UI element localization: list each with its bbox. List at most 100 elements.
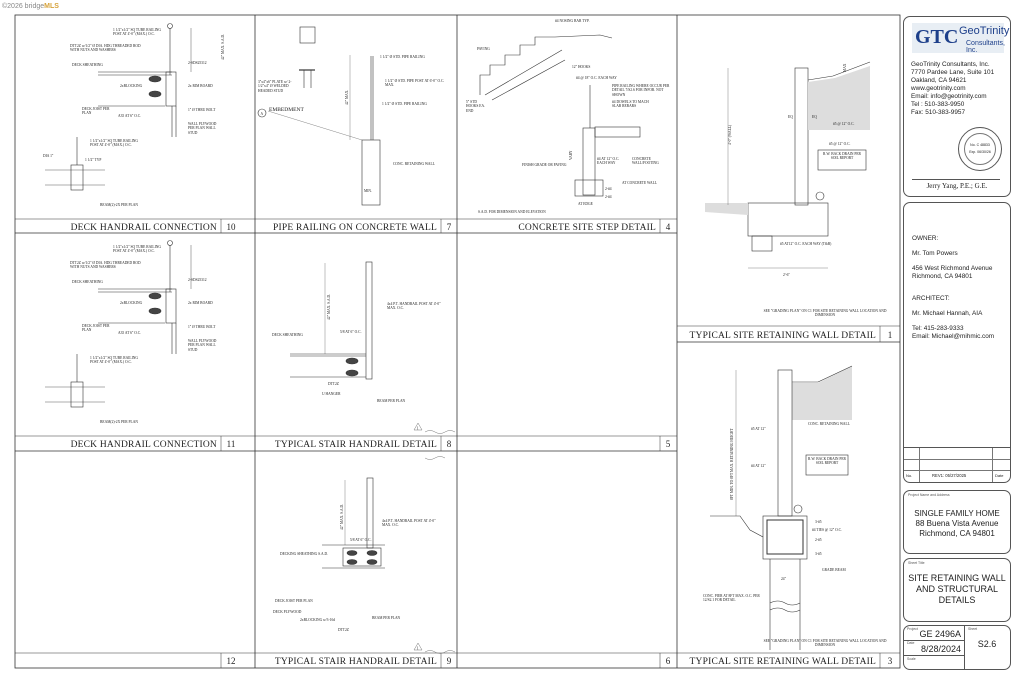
label: DTT2Z — [338, 628, 349, 632]
sheet-title-block: Sheet Title SITE RETAINING WALL AND STRU… — [903, 558, 1011, 622]
label: GRADE BEAM — [822, 568, 846, 572]
project-address: 88 Buena Vista Avenue — [915, 519, 999, 528]
architect-heading: ARCHITECT: — [912, 295, 950, 302]
label: 42" MAX. S.A.D. — [340, 504, 344, 530]
detail-9-labels: DECKING SHEATHING S.A.D. 5/8 AT 6" O.C. … — [273, 504, 401, 632]
project-no-label: Project — [907, 627, 918, 631]
label: 1 1/2" Ø STD. PIPE RAILING — [382, 102, 427, 106]
label: #5 @ 12" O.C. — [833, 122, 855, 126]
label: 42" MAX. S.A.D. — [221, 34, 225, 60]
label: A35 AT 6" O.C. — [118, 331, 141, 335]
watermark: ©2026 bridgeMLS — [2, 3, 59, 10]
label: 24" — [781, 577, 787, 581]
sheet-border — [14, 14, 901, 669]
label: EQ — [788, 115, 793, 119]
label: WALL PLYWOOD PER PLAN WALL STUD — [188, 122, 217, 135]
detail-10-drawing — [45, 23, 192, 191]
engineer-name: Jerry Yang, P.E.; G.E. — [926, 182, 988, 190]
revision-entry: REV1: 05/27/2025 — [932, 473, 967, 478]
label: 4x4 P.T. HANDRAIL POST AT 4'-0" MAX. O.C… — [387, 302, 441, 311]
detail-number: 8 — [447, 439, 452, 449]
label: BEAM PER PLAN — [372, 616, 401, 620]
label: 8FT MIN. TO 8FT MAX. RETAINING HEIGHT — [730, 427, 734, 500]
detail-title: CONCRETE SITE STEP DETAIL — [518, 223, 656, 233]
label: 12" HOOKS — [572, 65, 590, 69]
label: 3-#5 — [815, 552, 822, 556]
detail-4-drawing — [479, 34, 641, 197]
label: DTT2Z w/1/2" Ø DIA. HDG THREADED ROD WIT… — [70, 261, 141, 270]
project-name: SINGLE FAMILY HOME — [914, 509, 1000, 518]
company-fax: Fax: 510-383-9957 — [911, 109, 966, 116]
label: 5" STD HOOKS EA. END — [466, 100, 485, 113]
detail-11-labels: DECK SHEATHING 2-SDS25312 2xBLOCKING 2x … — [72, 278, 216, 424]
revision-number: 1 — [417, 427, 419, 431]
label: 1 1/2"x1/2" SQ TUBE RAILING POST AT 4'-0… — [90, 356, 138, 365]
sheet-title-line: AND STRUCTURAL — [915, 584, 998, 594]
label: 2xBLOCKING — [120, 84, 143, 88]
label: U HANGER — [322, 392, 341, 396]
sheet-number: S2.6 — [977, 639, 997, 649]
label: 4x4 P.T. HANDRAIL POST AT 4'-0" MAX. O.C… — [382, 519, 436, 528]
label: A — [261, 112, 264, 116]
architect-name: Mr. Michael Hannah, AIA — [912, 310, 983, 317]
owner-name: Mr. Tom Powers — [912, 250, 958, 257]
label: #5 AT 12" — [751, 427, 766, 431]
watermark-copyright: ©2026 bridge — [2, 3, 45, 10]
consultant-block: GTC GeoTrinity Consultants, Inc. GeoTrin… — [903, 16, 1011, 197]
detail-title: TYPICAL STAIR HANDRAIL DETAIL — [275, 657, 437, 667]
rev-date-label: Date — [995, 473, 1004, 478]
label: 2-#4 — [605, 195, 612, 199]
label: DTT2Z — [328, 382, 339, 386]
detail-7-drawing — [257, 26, 381, 206]
signature — [912, 173, 1000, 180]
company-website[interactable]: www.geotrinity.com — [911, 85, 966, 92]
label: R.W. BACK DRAIN PER SOIL REPORT — [808, 457, 846, 466]
label: CONC. RETAINING WALL — [393, 162, 435, 166]
label: 1" Ø THRU BOLT — [188, 325, 216, 329]
detail-number: 9 — [447, 656, 452, 666]
label: DIA 1" — [43, 154, 54, 158]
detail-10-labels: DECK SHEATHING 2-SDS25312 2xBLOCKING 2x … — [43, 34, 225, 207]
label: DECK JOIST PER PLAN — [82, 107, 110, 116]
company-email[interactable]: Email: info@geotrinity.com — [911, 93, 987, 100]
company-logo: GTC GeoTrinity Consultants, Inc. — [912, 23, 1009, 54]
label: R.W. BACK DRAIN PER SOIL REPORT — [823, 152, 861, 161]
label: WALL PLYWOOD PER PLAN WALL STUD — [188, 339, 217, 352]
revision-mark — [413, 422, 456, 654]
architect-email[interactable]: Email: Michael@mihmic.com — [912, 333, 995, 340]
label: DECKING SHEATHING S.A.D. — [280, 552, 328, 556]
label: 2-SDS25312 — [188, 278, 207, 282]
watermark-brand: MLS — [44, 3, 59, 10]
label: #5 @ 12" O.C. — [829, 142, 851, 146]
label: 1 1/2" TYP — [85, 158, 101, 162]
grading-plan-note: SEE "GRADING PLAN" ON C1 FOR SITE RETAIN… — [763, 639, 887, 648]
label: DECK JOIST PER PLAN — [82, 324, 110, 333]
detail-8-labels: DECK SHEATHING 5/8 AT 6" O.C. DTT2Z U HA… — [272, 294, 406, 403]
label: VARY — [569, 150, 573, 160]
label: 2x RIM BOARD — [188, 301, 213, 305]
embedment-label: EMBEDMENT — [269, 107, 304, 113]
label: 2-#4 — [605, 187, 612, 191]
company-info: GeoTrinity Consultants, Inc. 7770 Pardee… — [911, 61, 994, 117]
company-name: GeoTrinity Consultants, Inc. — [911, 61, 990, 68]
detail-number: 10 — [227, 222, 237, 232]
label: 1" Ø THRU BOLT — [188, 108, 216, 112]
date-label: Date — [907, 641, 915, 645]
label: #4 DOWELS TO MACH SLAB REBARS — [612, 100, 649, 109]
label: #4 AT 12" — [751, 464, 766, 468]
detail-7-labels: 1 1/2" Ø STD. PIPE RAILING 1 1/2" Ø STD.… — [261, 55, 435, 193]
logo-sub: Consultants, Inc. — [966, 40, 1005, 54]
label: EQ — [812, 115, 817, 119]
detail-number: 5 — [666, 439, 671, 449]
label: #4 AT 12" O.C. EACH WAY — [597, 157, 620, 166]
label: 3"x4"x6" PLATE w/ 2-1/2"x4" Ø WELDED HEA… — [258, 80, 292, 93]
detail-number: 1 — [888, 330, 893, 340]
label: #4 TIES @ 12" O.C. — [812, 528, 842, 532]
detail-title: DECK HANDRAIL CONNECTION — [71, 440, 217, 450]
label: 42" MAX. — [345, 90, 349, 105]
label: AT CONCRETE WALL — [622, 181, 657, 185]
architect-tel: Tel: 415-283-9333 — [912, 325, 964, 332]
sheet-title-label: Sheet Title — [908, 561, 925, 565]
label: #4 NOSING BAR TYP. — [555, 19, 590, 23]
